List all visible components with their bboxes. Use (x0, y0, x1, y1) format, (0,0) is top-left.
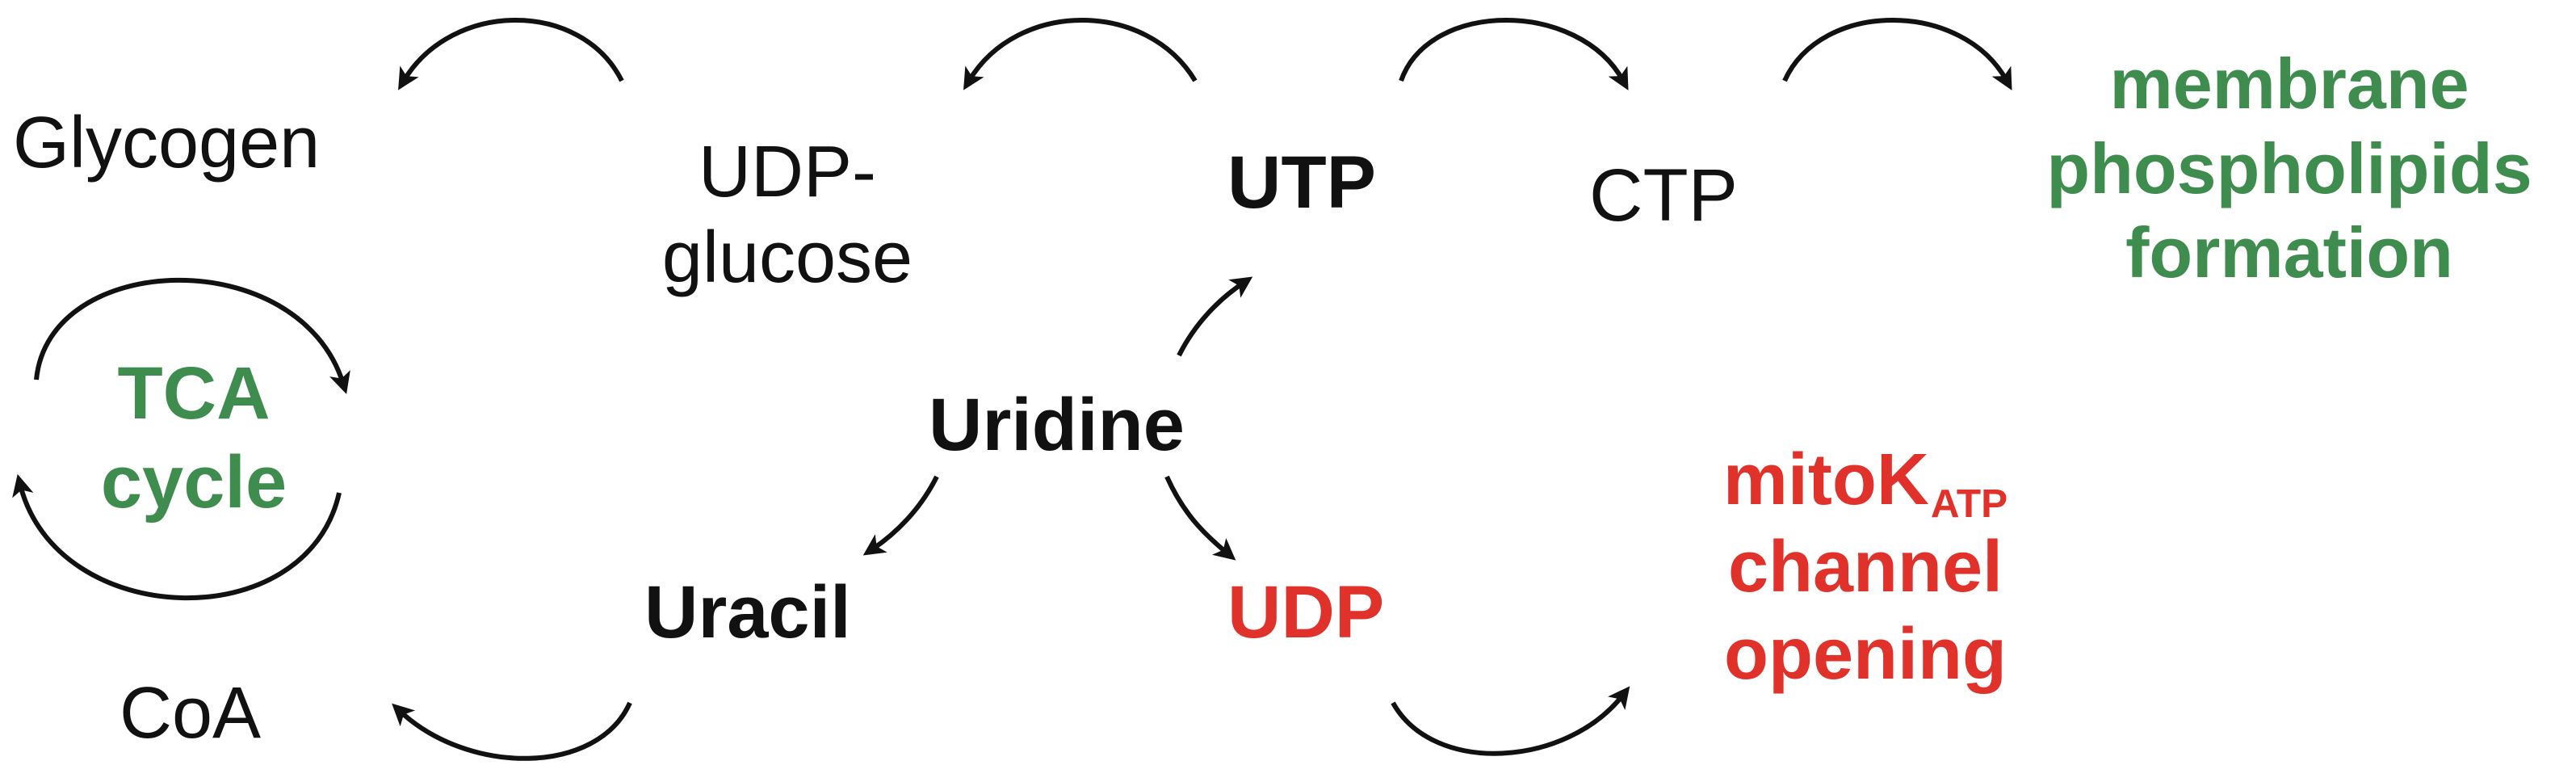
arrow-uracil-to-coa (392, 701, 632, 761)
node-udp: UDP (1227, 571, 1385, 654)
arrow-uridine-to-utp (1177, 276, 1253, 357)
node-utp: UTP (1227, 141, 1376, 224)
node-tca-line1: TCA (117, 352, 271, 435)
arrow-utp-to-udpglucose (963, 18, 1198, 90)
arrow-udpglucose-to-glycogen (398, 18, 624, 90)
node-mitok-line1: mitoKATP (1722, 436, 2008, 526)
node-membrane-line3: formation (2125, 212, 2453, 293)
node-tca-line2: cycle (100, 441, 287, 524)
node-membrane-line1: membrane (2109, 44, 2469, 124)
node-mitok-line3: opening (1724, 614, 2007, 695)
node-uridine: Uridine (929, 384, 1185, 466)
arrow-udp-to-mitok (1391, 686, 1630, 756)
node-mitok-prefix: mitoK (1722, 439, 1929, 520)
node-ctp: CTP (1589, 154, 1738, 237)
node-coa: CoA (120, 673, 262, 754)
node-membrane-line2: phospholipids (2046, 128, 2532, 208)
node-membrane-phospholipids-formation: membrane phospholipids formation (2046, 42, 2532, 296)
node-mitok-subscript: ATP (1930, 481, 2008, 526)
arrow-ctp-to-membrane (1782, 18, 2012, 90)
node-mitok-atp-channel-opening: mitoKATP channel opening (1723, 436, 2008, 698)
arrow-tca-cycle-lower (12, 473, 342, 601)
arrow-utp-to-ctp (1399, 18, 1629, 90)
node-udp-glucose-line1: UDP- (699, 132, 876, 212)
arrow-uridine-to-uracil (862, 475, 939, 556)
node-mitok-line2: channel (1727, 527, 2003, 608)
arrow-tca-cycle-upper (34, 277, 350, 394)
node-tca-cycle: TCA cycle (101, 349, 287, 528)
node-uracil: Uracil (644, 571, 851, 654)
node-glycogen: Glycogen (13, 103, 321, 183)
node-udp-glucose-line2: glucose (661, 217, 913, 299)
node-udp-glucose: UDP- glucose (662, 129, 913, 301)
arrow-uridine-to-udp (1164, 475, 1236, 561)
